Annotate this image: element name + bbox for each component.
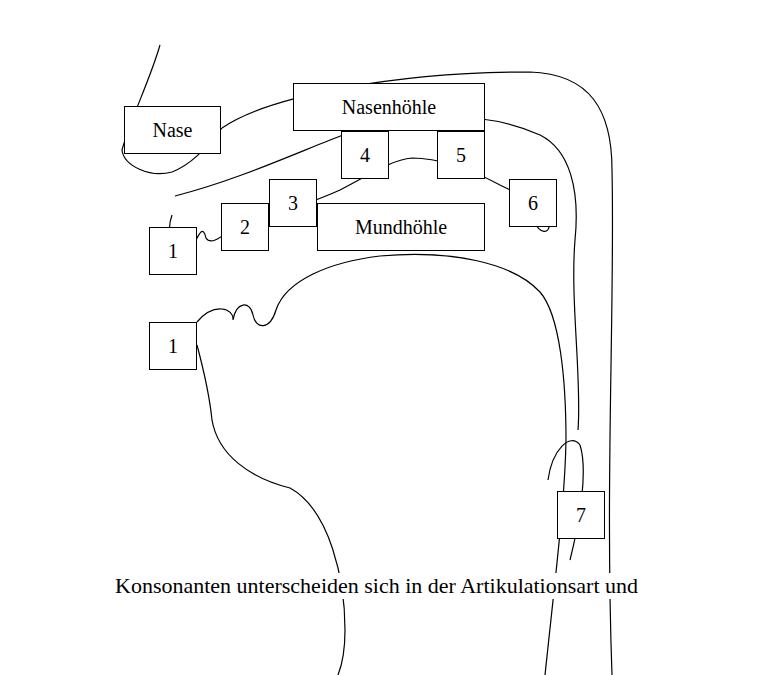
tongue-outline	[197, 255, 566, 675]
part-name: Mundhöhle	[355, 216, 447, 238]
callout-number: 1	[168, 240, 178, 262]
callout-number: 2	[240, 216, 250, 238]
nasal-cavity-floor	[175, 117, 579, 430]
callout-box: 1	[149, 322, 197, 370]
callout-box: 3	[269, 179, 317, 227]
part-label-box: Nase	[124, 106, 221, 154]
callout-number: 6	[528, 192, 538, 214]
caption-sentence: Konsonanten unterscheiden sich in der Ar…	[115, 573, 638, 599]
callout-box: 5	[437, 131, 485, 179]
part-label-box: Nasenhöhle	[293, 83, 485, 131]
part-name: Nase	[153, 119, 193, 141]
nose-outline	[122, 45, 222, 174]
callout-box: 1	[149, 227, 197, 275]
callout-box: 4	[341, 131, 389, 179]
callout-box: 6	[509, 179, 557, 227]
callout-number: 4	[360, 144, 370, 166]
callout-box: 7	[557, 491, 605, 539]
callout-box: 2	[221, 203, 269, 251]
jaw-outline	[197, 345, 345, 675]
callout-number: 1	[168, 335, 178, 357]
part-name: Nasenhöhle	[342, 96, 436, 118]
callout-number: 5	[456, 144, 466, 166]
callout-number: 7	[576, 504, 586, 526]
callout-number: 3	[288, 192, 298, 214]
part-label-box: Mundhöhle	[317, 203, 485, 251]
